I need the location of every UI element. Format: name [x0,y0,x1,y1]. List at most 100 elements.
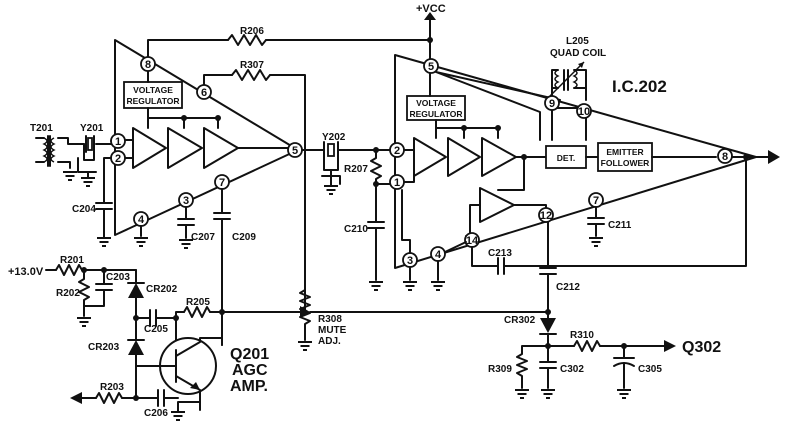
c205-label: C205 [144,324,168,335]
cr203-label: CR203 [88,342,120,353]
vreg2-label-1: VOLTAGE [416,98,456,108]
v13-label: +13.0V [8,266,44,278]
r205-resistor: R205 [175,297,225,319]
pin-b9: 9 [549,98,555,110]
y201-crystal: Y201 [77,123,112,187]
pin-a5: 5 [292,145,298,157]
cr203-diode: CR203 [88,317,145,401]
pin-a2: 2 [115,153,121,165]
r308-wire [221,311,297,346]
pin-a1: 1 [115,136,121,148]
c206-label: C206 [144,408,168,419]
t201-label: T201 [30,123,53,134]
c302-label: C302 [560,364,584,375]
q201-agc-label: AGC [232,362,268,379]
r205-label: R205 [186,297,210,308]
ic-right-title: I.C.202 [612,77,667,96]
vreg1-label-2: REGULATOR [126,96,179,106]
c204-label: C204 [72,204,96,215]
r308-mute-label: MUTE [318,325,347,336]
r207-label: R207 [344,164,368,175]
r308-potentiometer: R308 MUTE ADJ. [295,289,347,351]
wire-r307-line [203,69,306,313]
q302-output: Q302 [664,339,721,356]
c203-label: C203 [106,272,130,283]
r310-label: R310 [570,330,594,341]
c207-capacitor: C207 [177,206,215,249]
r206-label: R206 [240,26,264,37]
quad-coil-l205: L205 QUAD COIL [549,36,606,141]
pin-a3: 3 [183,195,189,207]
c212-label: C212 [556,282,580,293]
cr302-label: CR302 [504,315,536,326]
pin-a7: 7 [219,177,225,189]
c211-capacitor: C211 [587,206,632,247]
detector-block: DET. [545,145,599,169]
ef-label-1: EMITTER [606,147,643,157]
pin-b4: 4 [435,249,442,261]
cr202-label: CR202 [146,284,178,295]
q201-label: Q201 [230,346,269,363]
c305-label: C305 [638,364,662,375]
pin-b8: 8 [722,151,728,163]
vcc-supply: +VCC [416,3,446,67]
pin-b10: 10 [578,106,590,118]
c305-capacitor: C305 [613,345,662,399]
ef-label-2: FOLLOWER [601,158,650,168]
r307-label: R307 [240,60,264,71]
c209-capacitor: C209 [213,188,256,313]
c211-label: C211 [608,220,632,231]
r310-resistor: R310 [547,330,665,352]
r308-label: R308 [318,314,342,325]
voltage-regulator-box-1: VOLTAGE REGULATOR [123,81,183,109]
q201-amp-label: AMP. [230,378,268,395]
c302-capacitor: C302 [539,345,584,399]
wire-pin5-detector [435,71,561,141]
ic202-label: I.C.202 [612,77,667,96]
vreg2-label-2: REGULATOR [409,109,462,119]
r201-label: R201 [60,255,84,266]
r203-label: R203 [100,382,124,393]
c210-label: C210 [344,224,368,235]
c204-capacitor: C204 [72,157,113,247]
pin-b12: 12 [540,210,552,222]
pin-b3: 3 [407,255,413,267]
right-lower-amp [465,187,547,237]
emitter-follower-block: EMITTER FOLLOWER [597,142,717,172]
amplifier-stages-right [399,119,547,191]
c207-label: C207 [191,232,215,243]
r309-resistor: R309 [488,345,549,399]
r202-resistor: R202 [56,269,92,327]
r207-resistor: R207 [344,147,393,187]
ic-right-triangle [394,54,757,269]
pin-a4: 4 [138,214,145,226]
r202-label: R202 [56,288,80,299]
c205-capacitor: C205 [135,309,179,341]
pin-b14: 14 [466,235,479,247]
vreg1-label-1: VOLTAGE [133,85,173,95]
quad-coil-label: QUAD COIL [550,48,606,59]
pin-b7: 7 [593,195,599,207]
c213-label: C213 [488,248,512,259]
pin-a6: 6 [201,87,207,99]
c210-capacitor: C210 [344,183,385,291]
pin4-ground [133,225,149,247]
c209-label: C209 [232,232,256,243]
y202-label: Y202 [322,132,346,143]
c212-capacitor: C212 [539,221,580,315]
pin-b1: 1 [394,177,400,189]
pin-a8: 8 [145,59,151,71]
r203-c206-line: R203 C206 [70,382,179,419]
q201-transistor: Q201 AGC AMP. [135,337,269,421]
r308-adj-label: ADJ. [318,336,341,347]
wire-r206-line [147,34,431,59]
vcc-label: +VCC [416,3,446,15]
r309-label: R309 [488,364,512,375]
voltage-regulator-box-2: VOLTAGE REGULATOR [406,95,466,121]
pin3-pin4-ground [401,189,467,291]
v13-supply: +13.0V R201 [8,255,137,278]
amplifier-stages-left [121,107,289,169]
q302-label: Q302 [682,339,721,356]
pin-b2: 2 [394,145,400,157]
